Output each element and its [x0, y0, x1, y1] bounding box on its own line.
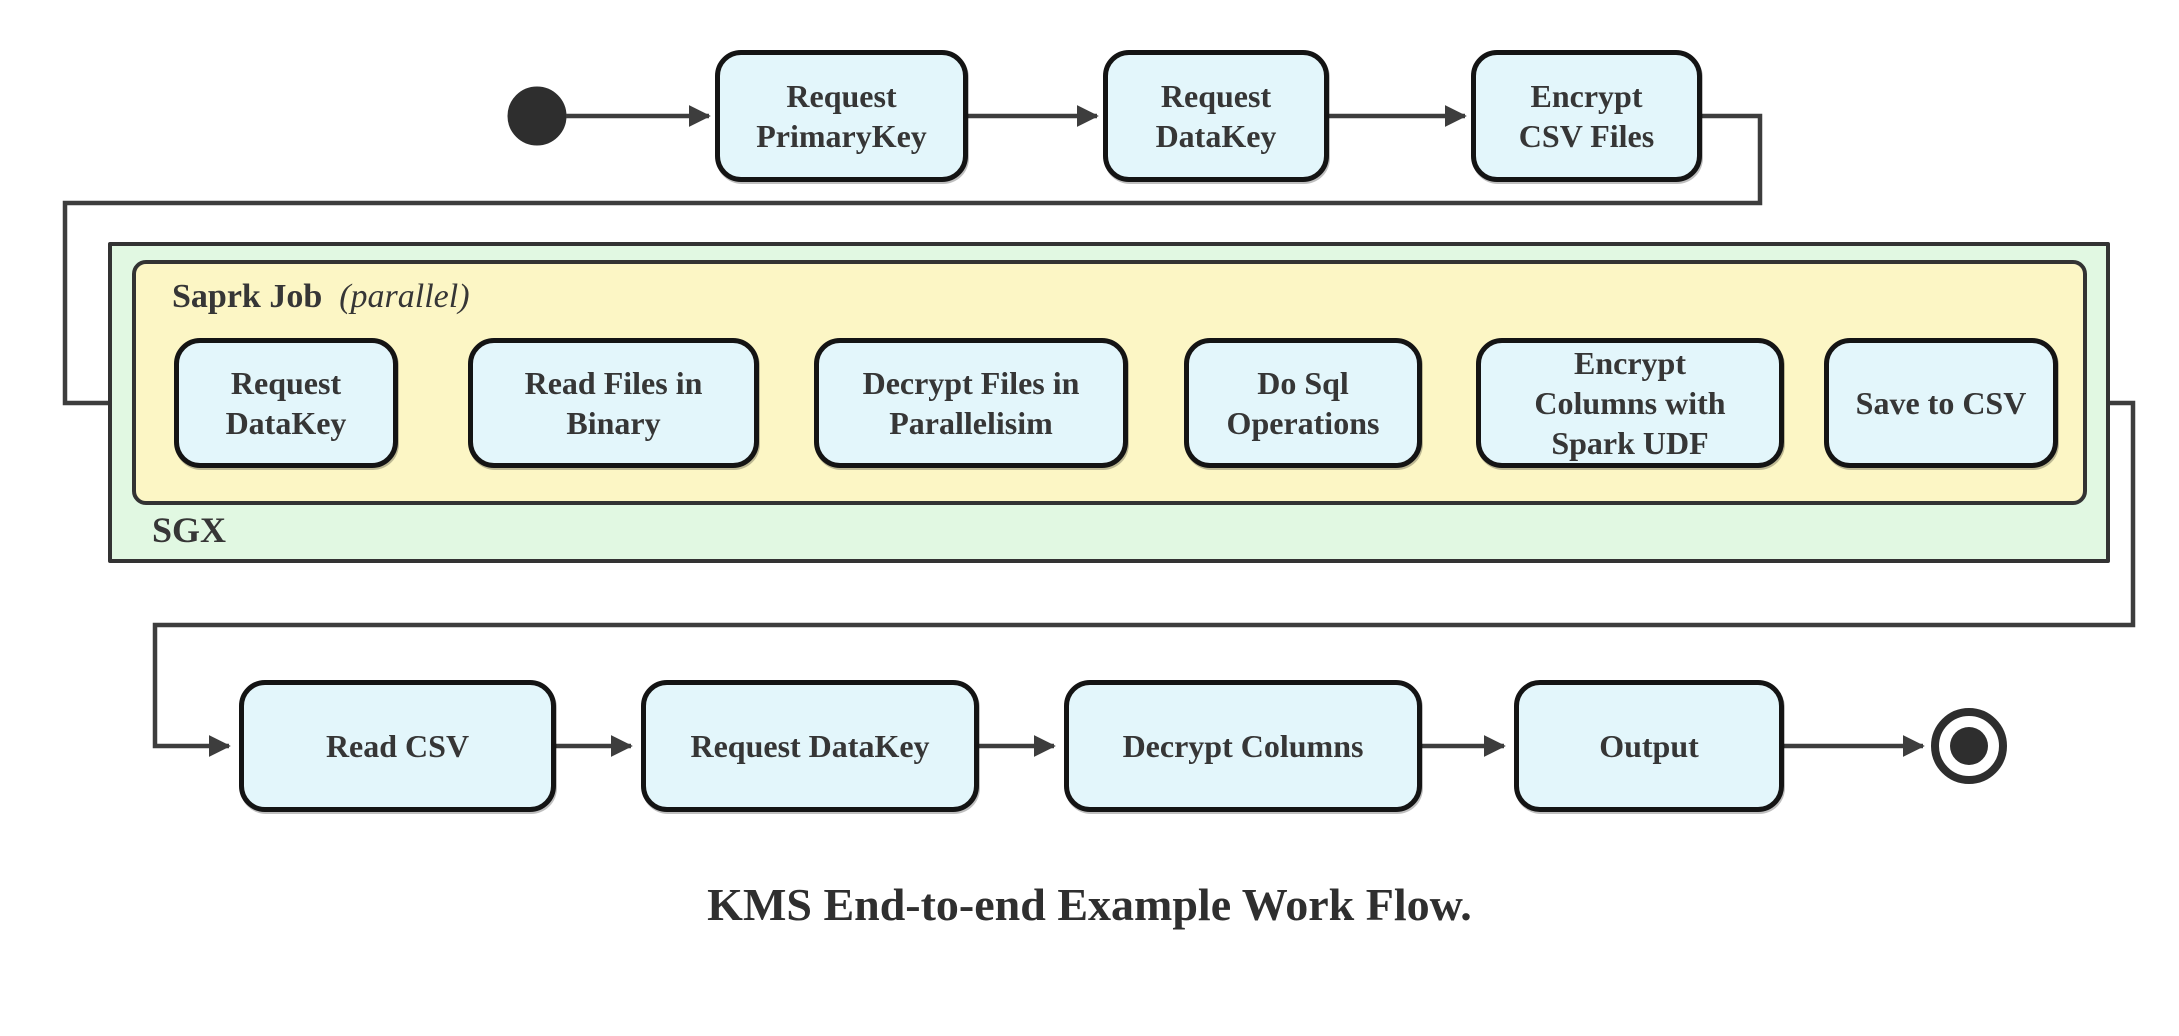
node-encrypt-csv-files: Encrypt CSV Files [1471, 50, 1702, 182]
node-request-datakey-sgx: Request DataKey [174, 338, 398, 468]
node-request-primarykey: Request PrimaryKey [715, 50, 968, 182]
edge-encrypt-csv-to-sgx-request-datakey [62, 113, 1763, 414]
node-save-to-csv: Save to CSV [1824, 338, 2058, 468]
node-decrypt-columns: Decrypt Columns [1064, 680, 1422, 812]
edge-save-csv-to-read-csv [152, 400, 2136, 757]
spark-job-label-text: Saprk Job [172, 278, 323, 315]
node-request-datakey-top: Request DataKey [1103, 50, 1329, 182]
node-read-files-in-binary: Read Files in Binary [468, 338, 759, 468]
node-request-datakey-bottom: Request DataKey [641, 680, 979, 812]
node-do-sql-operations: Do Sql Operations [1184, 338, 1422, 468]
end-node-dot-icon [1950, 727, 1988, 765]
node-output: Output [1514, 680, 1784, 812]
sgx-label: SGX [152, 510, 227, 550]
spark-job-qualifier: (parallel) [339, 278, 470, 315]
node-decrypt-files-in-parallelism: Decrypt Files in Parallelisim [814, 338, 1128, 468]
node-read-csv: Read CSV [239, 680, 556, 812]
start-node-icon [507, 86, 567, 146]
node-encrypt-columns-with-spark-udf: Encrypt Columns with Spark UDF [1476, 338, 1784, 468]
spark-job-label: Saprk Job (parallel) [172, 278, 470, 316]
diagram-caption: KMS End-to-end Example Work Flow. [707, 879, 1472, 930]
